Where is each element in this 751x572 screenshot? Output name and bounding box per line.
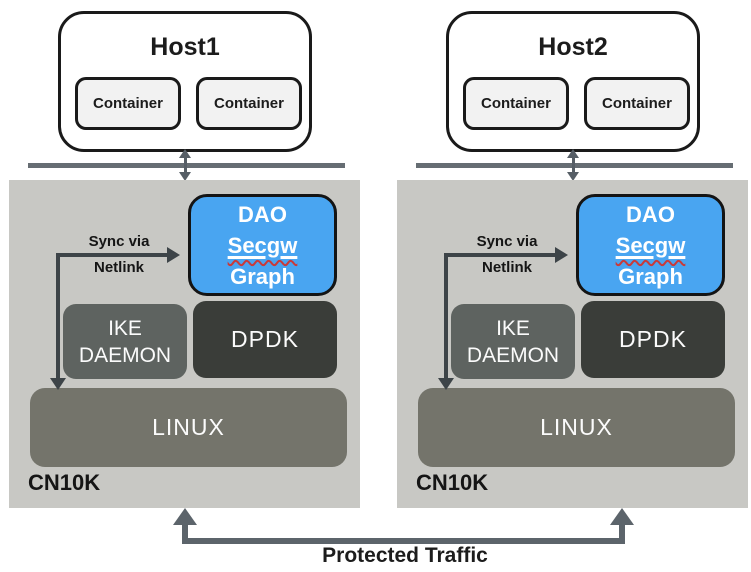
host-board-arrow <box>184 156 187 174</box>
down-arrowhead-icon <box>438 378 454 390</box>
spellcheck-squiggle: Secgw <box>616 233 686 258</box>
cn10k-board: DAO Secgw Graph IKE DAEMON DPDK LINUX Sy… <box>9 180 360 508</box>
sync-netlink-label: Netlink <box>481 259 532 276</box>
ike-daemon-box: IKE DAEMON <box>63 304 187 379</box>
dpdk-box: DPDK <box>193 301 337 378</box>
dao-label-line: DAO <box>238 201 287 227</box>
up-arrowhead-icon <box>173 508 197 525</box>
linux-box: LINUX <box>418 388 735 467</box>
container-box: Container <box>196 77 302 130</box>
linux-label: LINUX <box>540 414 613 440</box>
container-box: Container <box>463 77 569 130</box>
secgw-underlined-text: Secgw <box>615 232 686 258</box>
right-arrowhead-icon <box>555 247 568 263</box>
ike-daemon-box: IKE DAEMON <box>451 304 575 379</box>
up-arrowhead-icon <box>610 508 634 525</box>
container-box: Container <box>75 77 181 130</box>
protected-traffic-riser <box>619 524 625 541</box>
sync-arrow-line <box>56 253 169 257</box>
dpdk-box: DPDK <box>581 301 725 378</box>
spellcheck-squiggle: Secgw <box>228 233 298 258</box>
dao-label-line: Secgw <box>228 230 298 261</box>
protected-traffic-label: Protected Traffic <box>322 544 488 567</box>
dao-label-line: DAO <box>626 201 675 227</box>
dao-secgw-graph-box: DAO Secgw Graph <box>576 194 725 296</box>
up-arrowhead-icon <box>179 149 191 158</box>
host2-box: Host2 Container Container <box>446 11 700 152</box>
cn10k-board: DAO Secgw Graph IKE DAEMON DPDK LINUX Sy… <box>397 180 748 508</box>
left-node-column: Host1 Container Container DAO Secgw Grap… <box>0 0 364 572</box>
ike-label-line: IKE <box>496 316 530 340</box>
down-arrowhead-icon <box>50 378 66 390</box>
dpdk-label: DPDK <box>231 326 299 352</box>
dpdk-label: DPDK <box>619 326 687 352</box>
sync-elbow-arrow <box>56 253 60 379</box>
linux-label: LINUX <box>152 414 225 440</box>
cn10k-label: CN10K <box>28 470 101 495</box>
protected-traffic-riser <box>182 524 188 541</box>
dao-label-line: Secgw <box>616 230 686 261</box>
host-board-arrow <box>572 156 575 174</box>
sync-elbow-arrow <box>444 253 448 379</box>
host1-title: Host1 <box>150 33 220 61</box>
sync-netlink-label: Netlink <box>93 259 144 276</box>
container-label: Container <box>601 95 672 112</box>
protected-traffic-line <box>182 538 625 544</box>
dao-label-line: Graph <box>618 263 683 289</box>
cn10k-label: CN10K <box>416 470 489 495</box>
ike-label-line: IKE <box>108 316 142 340</box>
up-arrowhead-icon <box>567 149 579 158</box>
container-box: Container <box>584 77 690 130</box>
ike-label-line: DAEMON <box>466 343 560 367</box>
sync-netlink-label: Sync via <box>476 233 538 250</box>
secgw-underlined-text: Secgw <box>227 232 298 258</box>
right-arrowhead-icon <box>167 247 180 263</box>
ike-label-line: DAEMON <box>78 343 172 367</box>
sync-netlink-label: Sync via <box>88 233 150 250</box>
down-arrowhead-icon <box>179 172 191 181</box>
container-label: Container <box>480 95 551 112</box>
dao-secgw-graph-box: DAO Secgw Graph <box>188 194 337 296</box>
dao-label-line: Graph <box>230 263 295 289</box>
right-node-column: Host2 Container Container DAO Secgw Grap… <box>388 0 751 572</box>
sync-arrow-line <box>444 253 557 257</box>
down-arrowhead-icon <box>567 172 579 181</box>
container-label: Container <box>213 95 284 112</box>
linux-box: LINUX <box>30 388 347 467</box>
host2-title: Host2 <box>538 33 608 61</box>
host1-box: Host1 Container Container <box>58 11 312 152</box>
container-label: Container <box>92 95 163 112</box>
